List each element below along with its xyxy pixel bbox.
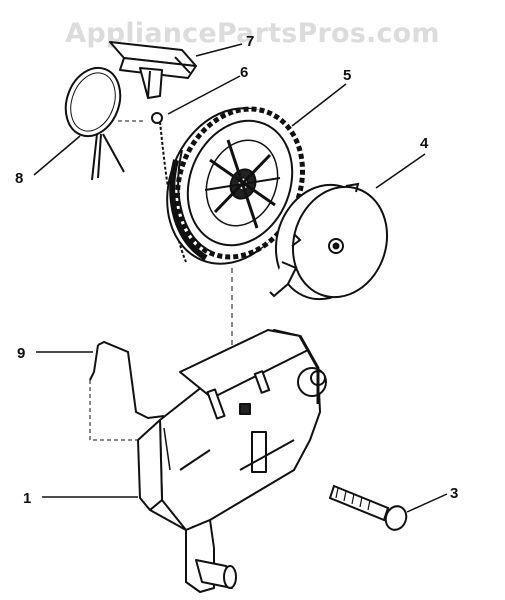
- leader-line-6: [167, 75, 241, 115]
- callout-5: 5: [343, 67, 352, 84]
- part-spring-housing: [269, 182, 389, 301]
- leader-line-8: [33, 135, 81, 176]
- part-handle: [109, 41, 197, 99]
- callout-6: 6: [240, 64, 249, 81]
- callout-1: 1: [23, 490, 32, 507]
- part-screw: [328, 484, 408, 531]
- leader-line-5: [291, 83, 347, 127]
- callout-3: 3: [450, 485, 459, 502]
- callout-9: 9: [17, 345, 26, 362]
- leader-line-4: [375, 153, 426, 189]
- leader-line-7: [195, 43, 243, 57]
- callout-7: 7: [246, 33, 255, 50]
- part-wire-link: [89, 340, 165, 420]
- alignment-dash-link: [89, 380, 150, 441]
- leader-line-3: [406, 493, 448, 513]
- callout-8: 8: [15, 170, 24, 187]
- part-ring-wire: [64, 66, 125, 181]
- part-rope: [151, 112, 187, 263]
- callout-4: 4: [420, 135, 429, 152]
- part-bracket: [137, 329, 327, 593]
